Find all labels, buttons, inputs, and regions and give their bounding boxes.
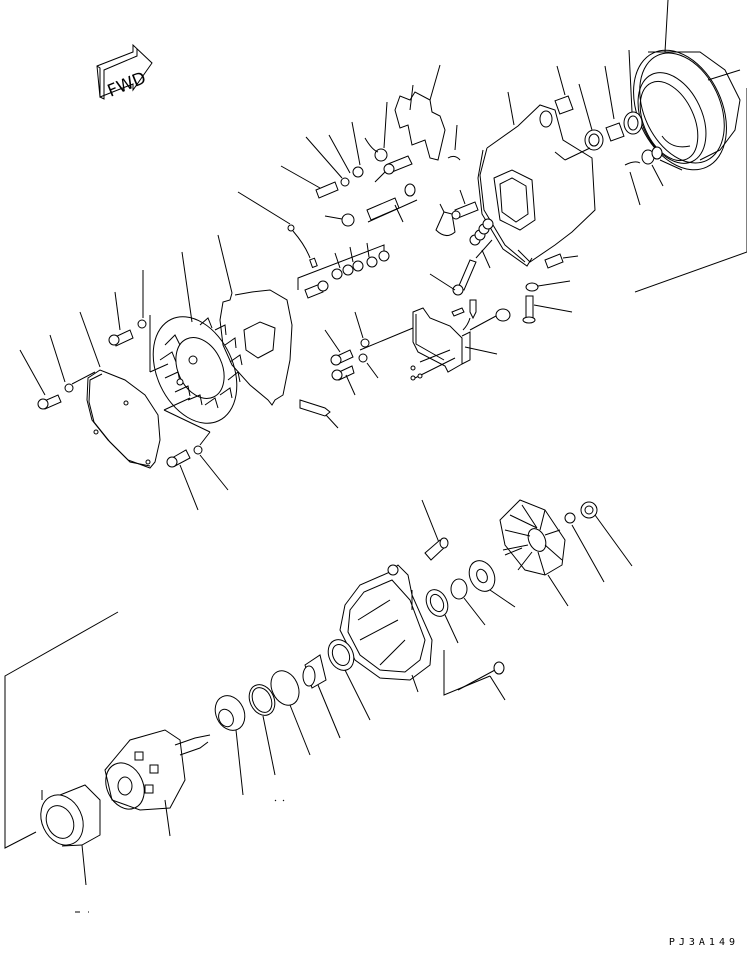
drawing-code-label: PJ3A149 [668,937,739,948]
fan-assembly [500,500,632,606]
fwd-label: FWD [105,68,149,101]
rear-cover-plate [20,312,160,468]
rear-housing [478,92,595,266]
rotor-assembly [99,730,284,836]
terminal-nut-stack [298,243,389,298]
lead-wire [238,192,317,267]
rectifier-heat-sink [137,252,253,437]
ring-gear-housing [615,0,747,292]
brush-holder-bolts [300,312,378,428]
insulator-plate [218,235,292,405]
frame-line-lower [5,612,118,848]
rectifier-bolts [109,270,228,510]
small-bolts-row [281,122,417,226]
plug-fittings [625,147,682,205]
front-bearing-parts [422,500,515,643]
housing-bolts [523,254,578,323]
insulator-cap [430,190,493,295]
terminal-bracket [365,65,460,182]
brush-holder [360,300,510,380]
rear-bearing-parts [555,50,642,150]
front-housing [340,565,505,700]
stator-collar [33,785,100,912]
forward-arrow-icon: FWD [97,45,152,102]
rotor-seals [210,635,370,795]
